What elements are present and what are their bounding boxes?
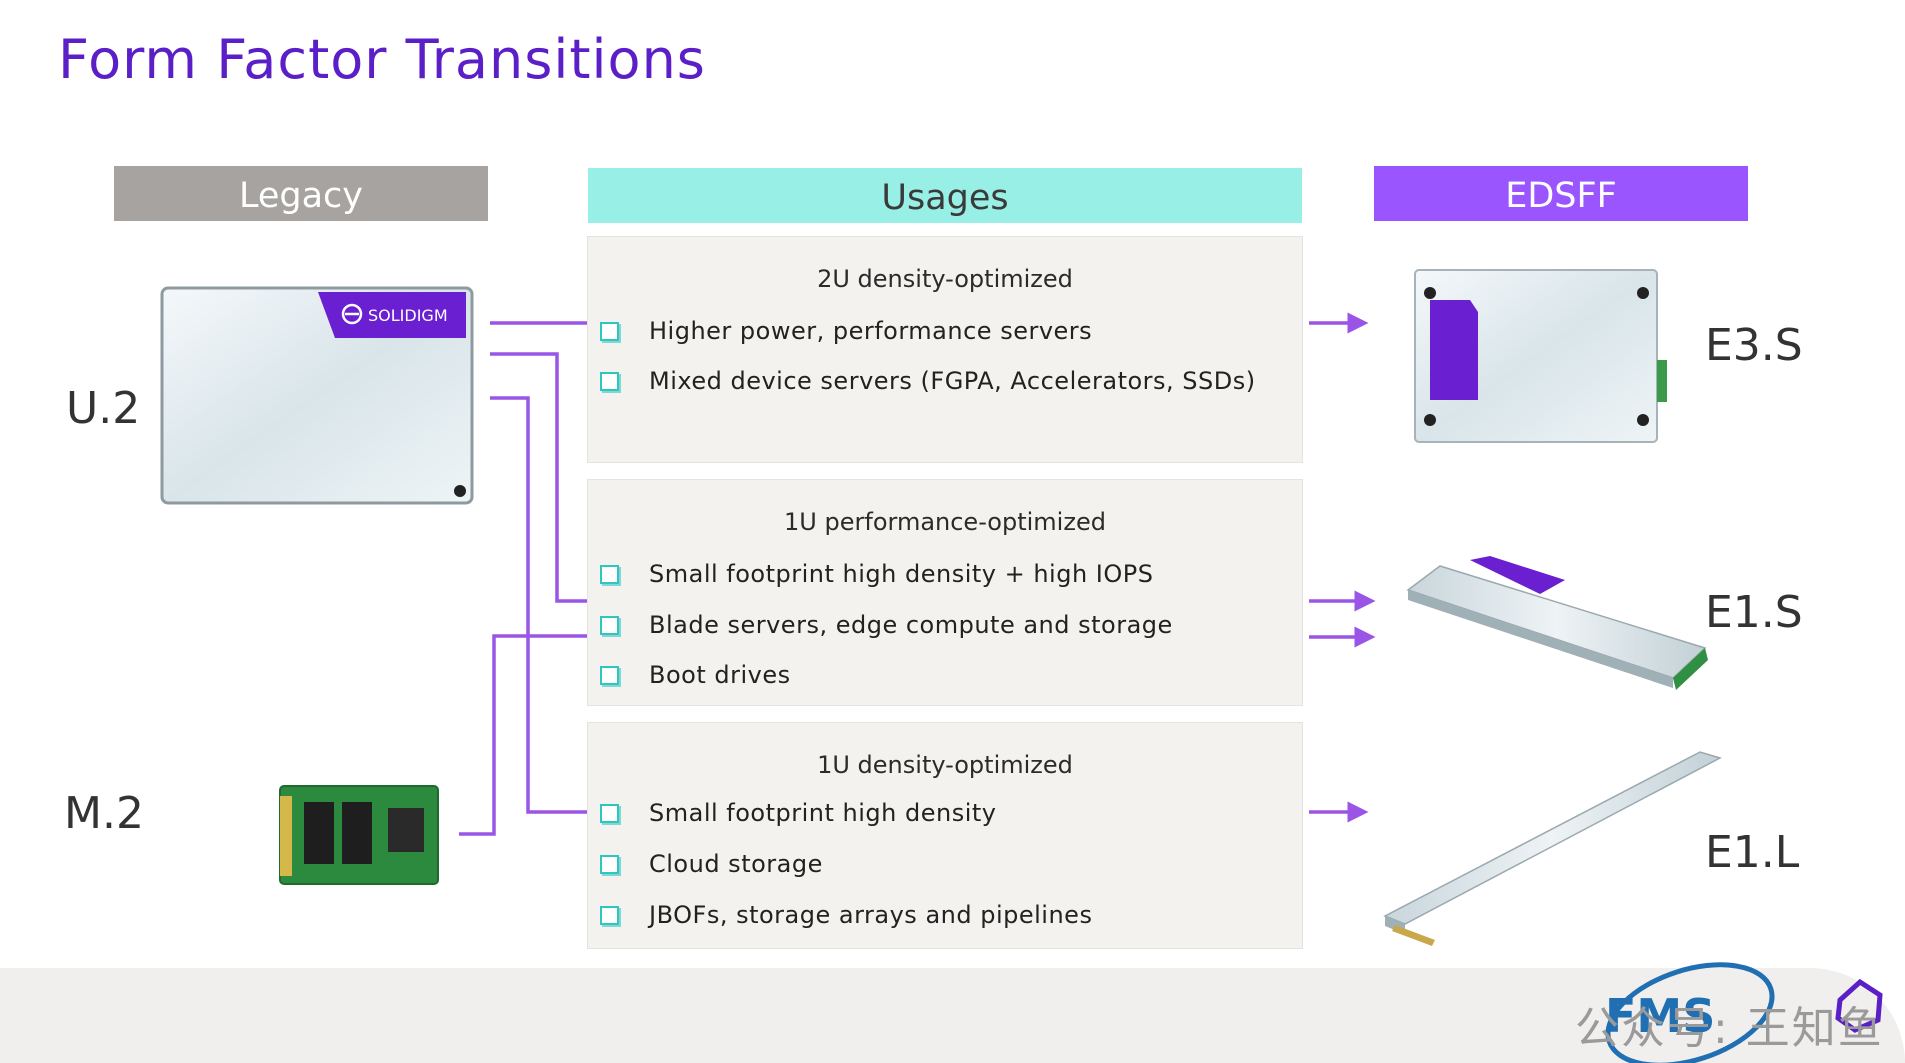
m2-label: M.2 — [64, 788, 144, 839]
usage-item-text: Boot drives — [649, 661, 791, 689]
solidigm-logo-icon — [341, 303, 363, 325]
usage-item: Small footprint high density + high IOPS — [600, 559, 1153, 589]
usage-item-text: Small footprint high density — [649, 799, 997, 827]
usage-item-text: Blade servers, edge compute and storage — [649, 611, 1173, 639]
u2-drive-image: SOLIDIGM — [160, 286, 474, 505]
usage-item: Blade servers, edge compute and storage — [600, 610, 1173, 640]
usages-header: Usages — [588, 168, 1302, 223]
page-title: Form Factor Transitions — [58, 28, 706, 91]
usage-box-2u-density: 2U density-optimized Higher power, perfo… — [587, 236, 1303, 463]
checkbox-bullet-icon — [600, 321, 619, 341]
checkbox-bullet-icon — [600, 564, 619, 584]
u2-label: U.2 — [66, 383, 141, 434]
usage-item: Mixed device servers (FGPA, Accelerators… — [600, 366, 1256, 396]
usage-item: Small footprint high density — [600, 798, 996, 828]
e1s-label: E1.S — [1705, 587, 1803, 638]
edsff-header: EDSFF — [1374, 166, 1748, 221]
usage-item-text: Small footprint high density + high IOPS — [649, 560, 1154, 588]
checkbox-bullet-icon — [600, 665, 619, 685]
e3s-label: E3.S — [1705, 320, 1803, 371]
usage-item-text: Cloud storage — [649, 850, 823, 878]
usage-item: Higher power, performance servers — [600, 316, 1092, 346]
usage-item-text: Mixed device servers (FGPA, Accelerators… — [649, 367, 1256, 395]
checkbox-bullet-icon — [600, 803, 619, 823]
usage-box-title: 1U performance-optimized — [784, 508, 1106, 536]
usage-item: Cloud storage — [600, 849, 823, 879]
e1l-label: E1.L — [1705, 827, 1800, 878]
usage-item: Boot drives — [600, 660, 791, 690]
usage-box-title: 1U density-optimized — [817, 751, 1073, 779]
usage-box-1u-performance: 1U performance-optimized Small footprint… — [587, 479, 1303, 706]
e1l-drive-image — [1383, 751, 1722, 946]
checkbox-bullet-icon — [600, 854, 619, 874]
e1s-drive-image — [1406, 556, 1708, 690]
footer-band — [0, 968, 1905, 1063]
usage-box-1u-density: 1U density-optimized Small footprint hig… — [587, 722, 1303, 949]
connector-lines — [459, 321, 587, 836]
u2-brand-text: SOLIDIGM — [368, 306, 448, 325]
usage-item-text: Higher power, performance servers — [649, 317, 1093, 345]
watermark-text: 公众号: 王知鱼 — [1575, 1003, 1884, 1054]
svg-text:FMS: FMS — [1605, 989, 1715, 1043]
arrow-icons — [1309, 312, 1376, 823]
checkbox-bullet-icon — [600, 615, 619, 635]
e3s-drive-image — [1414, 269, 1667, 443]
checkbox-bullet-icon — [600, 905, 619, 925]
usage-item-text: JBOFs, storage arrays and pipelines — [649, 901, 1093, 929]
fms-logo-icon: FMS — [1605, 962, 1883, 1063]
usage-box-title: 2U density-optimized — [817, 265, 1073, 293]
legacy-header: Legacy — [114, 166, 488, 221]
usage-item: JBOFs, storage arrays and pipelines — [600, 900, 1092, 930]
m2-drive-image — [279, 785, 439, 885]
checkbox-bullet-icon — [600, 371, 619, 391]
